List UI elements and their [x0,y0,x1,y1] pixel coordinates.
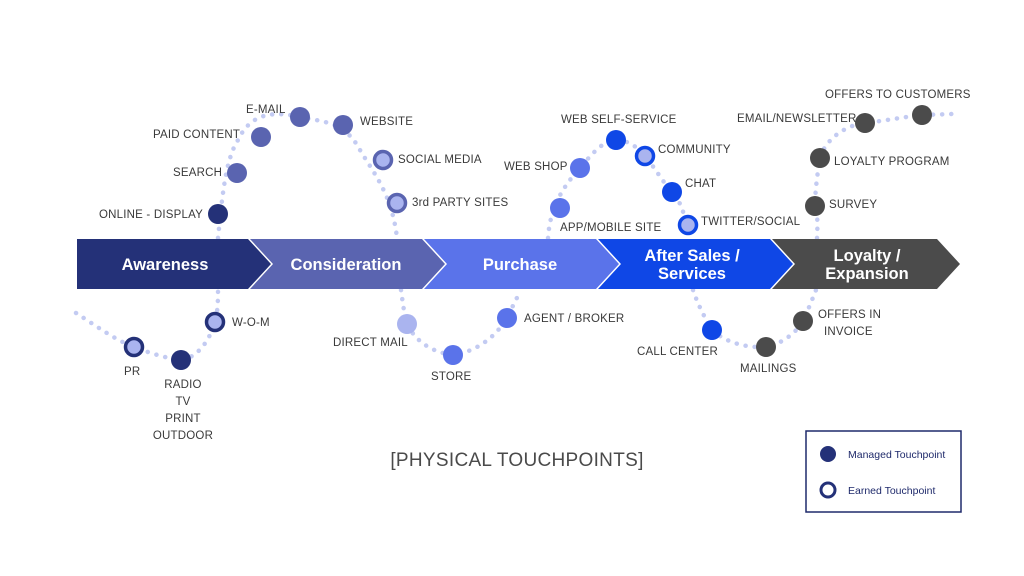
dotted-path-3 [812,111,955,241]
label-pr: PR [124,366,140,378]
label-direct-mail: DIRECT MAIL [333,337,408,349]
label-web-shop: WEB SHOP [504,161,568,173]
label-radio: RADIO [164,379,201,391]
label-paid-content: PAID CONTENT [153,129,240,141]
node-twitter-social-earned [677,214,699,236]
label-social-media: SOCIAL MEDIA [398,154,482,166]
label-mailings: MAILINGS [740,363,797,375]
label-agent-broker: AGENT / BROKER [524,313,624,325]
label-search: SEARCH [173,167,222,179]
node-offers-in-invoice [793,311,813,331]
stage-label-consideration: Consideration [291,256,402,274]
node-online-display [208,204,228,224]
stage-label-loyalty-line2: Expansion [825,265,908,283]
legend-managed-label: Managed Touchpoint [848,449,945,461]
label-website: WEBSITE [360,116,413,128]
label-web-self-service: WEB SELF-SERVICE [561,114,677,126]
label-survey: SURVEY [829,199,877,211]
label-invoice: INVOICE [824,326,873,338]
legend-managed-icon [820,446,836,462]
node-agent-broker [497,308,517,328]
stage-arrow-purchase [424,239,619,289]
label-tv: TV [175,396,190,408]
stage-arrows: Awareness Consideration Purchase After S… [77,239,960,289]
stage-arrow-consideration [250,239,445,289]
label-app-mobile-site: APP/MOBILE SITE [560,222,662,234]
label-email: E-MAIL [246,104,286,116]
legend-earned-label: Earned Touchpoint [848,485,935,497]
node-paid-content [251,127,271,147]
node-radio-tv-print-outdoor [171,350,191,370]
touchpoint-labels: ONLINE - DISPLAY SEARCH PAID CONTENT E-M… [99,89,971,442]
label-third-party-sites: 3rd PARTY SITES [412,197,508,209]
stage-label-after-sales-line2: Services [658,265,726,283]
node-third-party-sites-earned [386,192,408,214]
node-mailings [756,337,776,357]
node-app-mobile-site [550,198,570,218]
node-offers-to-customers [912,105,932,125]
node-email [290,107,310,127]
label-online-display: ONLINE - DISPLAY [99,209,203,221]
label-offers-in: OFFERS IN [818,309,881,321]
label-wom: W-O-M [232,317,270,329]
legend: Managed Touchpoint Earned Touchpoint [805,430,962,513]
node-search [227,163,247,183]
node-web-shop [570,158,590,178]
node-loyalty-program [810,148,830,168]
node-email-newsletter [855,113,875,133]
stage-arrow-awareness [77,239,271,289]
node-call-center [702,320,722,340]
label-offers-to-customers: OFFERS TO CUSTOMERS [825,89,971,101]
node-chat [662,182,682,202]
label-outdoor: OUTDOOR [153,430,213,442]
legend-earned-icon [819,481,837,499]
label-loyalty-program: LOYALTY PROGRAM [834,156,949,168]
node-store [443,345,463,365]
stage-label-after-sales-line1: After Sales / [644,247,740,265]
dotted-path-4 [73,287,221,363]
legend-box [805,430,962,513]
stage-label-loyalty-line1: Loyalty / [834,247,901,265]
label-chat: CHAT [685,178,716,190]
node-community-earned [634,145,656,167]
touchpoint-nodes [123,105,932,370]
stage-arrow-loyalty [772,239,960,289]
node-social-media-earned [372,149,394,171]
node-website [333,115,353,135]
node-pr-earned [123,336,145,358]
node-survey [805,196,825,216]
label-call-center: CALL CENTER [637,346,718,358]
stage-arrow-after-sales [598,239,793,289]
label-twitter-social: TWITTER/SOCIAL [701,216,801,228]
label-community: COMMUNITY [658,144,731,156]
physical-touchpoints-title: [PHYSICAL TOUCHPOINTS] [390,450,643,471]
label-email-newsletter: EMAIL/NEWSLETTER [737,113,857,125]
stage-label-awareness: Awareness [122,256,209,274]
node-wom-earned [204,311,226,333]
stage-label-purchase: Purchase [483,256,557,274]
node-web-self-service [606,130,626,150]
label-store: STORE [431,371,472,383]
label-print: PRINT [165,413,201,425]
node-direct-mail [397,314,417,334]
